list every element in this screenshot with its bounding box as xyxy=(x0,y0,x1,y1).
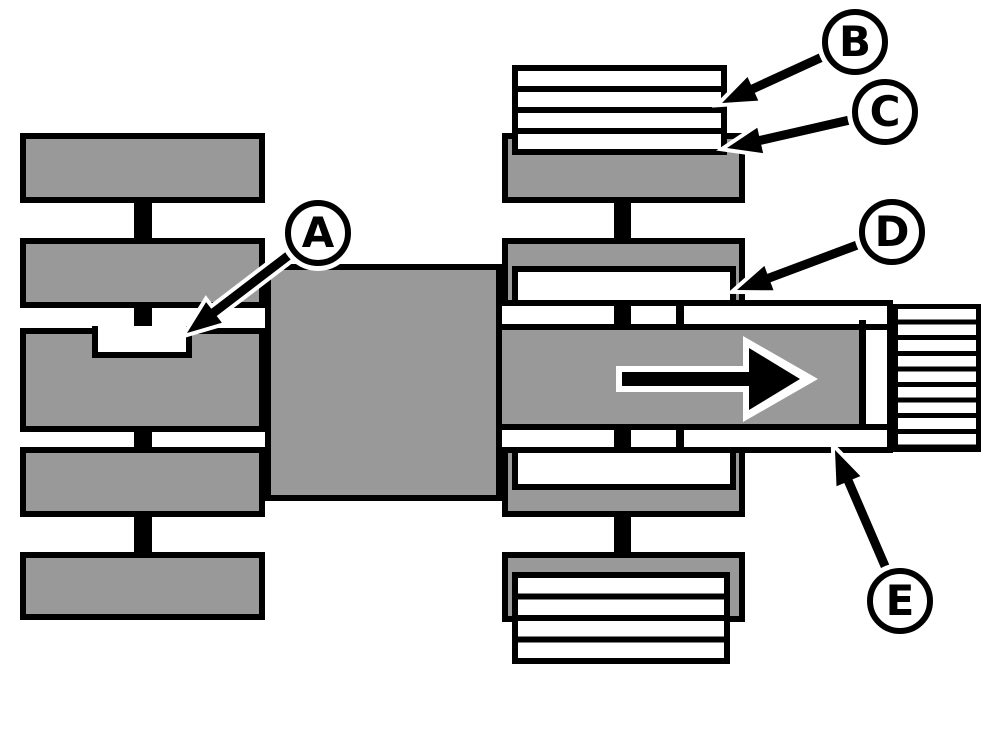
leader-arrow-d xyxy=(726,235,865,295)
leader-arrow-c xyxy=(716,111,855,158)
weight-stack-top xyxy=(512,65,727,155)
callout-c-circle: C xyxy=(852,79,918,145)
rail-divider-bottom xyxy=(676,426,684,451)
callout-d-circle: D xyxy=(859,199,925,265)
callout-a-label: A xyxy=(301,208,335,257)
callout-e-label: E xyxy=(885,576,915,625)
callout-a-circle: A xyxy=(285,200,351,266)
callout-b-circle: B xyxy=(822,9,888,75)
axle-connector-left-1 xyxy=(134,197,152,244)
axle-cross-top xyxy=(614,300,631,330)
tractor-body xyxy=(265,264,502,501)
axle-cross-bottom xyxy=(614,424,631,453)
leader-arrow-e xyxy=(830,439,895,575)
leader-arrow-b xyxy=(711,48,829,108)
axle-connector-left-4 xyxy=(134,510,152,558)
callout-c-label: C xyxy=(869,87,901,136)
arm-end-border xyxy=(859,320,866,430)
wheel-left-1 xyxy=(20,133,265,203)
callout-d-label: D xyxy=(874,207,910,256)
weight-stack-bottom xyxy=(512,572,730,664)
axle-connector-left-3 xyxy=(134,425,152,453)
rail-divider-top xyxy=(676,302,684,328)
hitch-arm-body xyxy=(502,322,861,430)
axle-connector-right-1 xyxy=(614,197,631,244)
hitch-arm-top-rail xyxy=(502,300,893,330)
coupler-face-line xyxy=(887,300,893,452)
striped-coupler-stack xyxy=(893,304,981,452)
callout-b-label: B xyxy=(838,17,871,66)
wheel-spacer-window-lower xyxy=(512,447,736,490)
hitch-arm-bottom-rail xyxy=(502,424,893,453)
axle-connector-right-2 xyxy=(614,511,631,558)
wheel-left-4 xyxy=(20,447,265,517)
axle-connector-left-2 xyxy=(134,302,152,332)
wheel-left-2 xyxy=(20,238,265,308)
wheel-left-5 xyxy=(20,552,265,620)
wheel-notch-slot xyxy=(92,326,192,358)
callout-e-circle: E xyxy=(867,568,933,634)
